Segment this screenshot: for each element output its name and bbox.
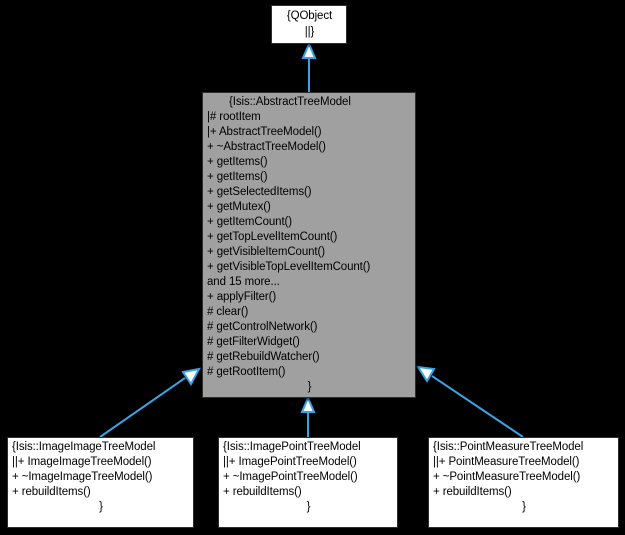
member-get-root-item: # getRootItem() bbox=[207, 366, 286, 378]
member-get-items-1: + getItems() bbox=[207, 156, 268, 168]
class-node-point-measure-tree-model[interactable]: {Isis::PointMeasureTreeModel ||+ PointMe… bbox=[428, 437, 619, 528]
class-node-qobject-line-1: ||} bbox=[304, 26, 315, 38]
member-ctor-image-point-tree-model: ||+ ImagePointTreeModel() bbox=[223, 456, 357, 468]
member-dtor-image-image-tree-model: + ~ImageImageTreeModel() bbox=[12, 471, 153, 483]
member-ctor-abstract-tree-model: |+ AbstractTreeModel() bbox=[207, 126, 322, 138]
member-get-filter-widget: # getFilterWidget() bbox=[207, 336, 300, 348]
member-rebuild-items-point-measure: + rebuildItems() bbox=[433, 486, 512, 498]
edge-imagepoint-to-abstract bbox=[300, 395, 316, 437]
member-get-visible-top-level-item-count: + getVisibleTopLevelItemCount() bbox=[207, 261, 371, 273]
class-title-image-point-tree-model: {Isis::ImagePointTreeModel bbox=[223, 441, 361, 453]
member-ctor-image-image-tree-model: ||+ ImageImageTreeModel() bbox=[12, 456, 152, 468]
member-rebuild-items-image-point: + rebuildItems() bbox=[223, 486, 302, 498]
member-get-item-count: + getItemCount() bbox=[207, 216, 293, 228]
member-clear: # clear() bbox=[207, 306, 249, 318]
class-closing-brace-image-point-tree-model: } bbox=[306, 501, 311, 513]
member-dtor-abstract-tree-model: + ~AbstractTreeModel() bbox=[207, 141, 326, 153]
class-closing-brace-abstract-tree-model: } bbox=[307, 381, 312, 393]
edge-pointmeasure-to-abstract bbox=[416, 365, 524, 438]
member-dtor-image-point-tree-model: + ~ImagePointTreeModel() bbox=[223, 471, 358, 483]
member-root-item: |# rootItem bbox=[207, 111, 261, 123]
class-title-image-image-tree-model: {Isis::ImageImageTreeModel bbox=[12, 441, 156, 453]
member-get-rebuild-watcher: # getRebuildWatcher() bbox=[207, 351, 320, 363]
class-node-image-image-tree-model[interactable]: {Isis::ImageImageTreeModel ||+ ImageImag… bbox=[7, 437, 194, 528]
class-closing-brace-image-image-tree-model: } bbox=[99, 501, 103, 513]
class-title-abstract-tree-model: {Isis::AbstractTreeModel bbox=[229, 96, 351, 108]
member-rebuild-items-image-image: + rebuildItems() bbox=[12, 486, 91, 498]
member-apply-filter: + applyFilter() bbox=[207, 291, 277, 303]
edge-abstract-to-qobject bbox=[301, 41, 317, 92]
class-closing-brace-point-measure-tree-model: } bbox=[522, 501, 526, 513]
edge-imageimage-to-abstract bbox=[99, 367, 201, 438]
member-dtor-point-measure-tree-model: + ~PointMeasureTreeModel() bbox=[433, 471, 581, 483]
member-ctor-point-measure-tree-model: ||+ PointMeasureTreeModel() bbox=[433, 456, 580, 468]
class-node-abstract-tree-model[interactable]: {Isis::AbstractTreeModel |# rootItem |+ … bbox=[202, 92, 416, 398]
member-get-top-level-item-count: + getTopLevelItemCount() bbox=[207, 231, 338, 243]
member-get-control-network: # getControlNetwork() bbox=[207, 321, 318, 333]
class-title-point-measure-tree-model: {Isis::PointMeasureTreeModel bbox=[433, 441, 584, 453]
class-node-qobject-line-0: {QObject bbox=[286, 10, 333, 22]
member-get-mutex: + getMutex() bbox=[207, 201, 271, 213]
member-and-more: and 15 more... bbox=[207, 276, 280, 288]
member-get-visible-item-count: + getVisibleItemCount() bbox=[207, 246, 325, 258]
class-node-qobject[interactable]: {QObject ||} bbox=[271, 5, 347, 44]
member-get-items-2: + getItems() bbox=[207, 171, 268, 183]
class-node-image-point-tree-model[interactable]: {Isis::ImagePointTreeModel ||+ ImagePoin… bbox=[218, 437, 398, 528]
member-get-selected-items: + getSelectedItems() bbox=[207, 186, 312, 198]
